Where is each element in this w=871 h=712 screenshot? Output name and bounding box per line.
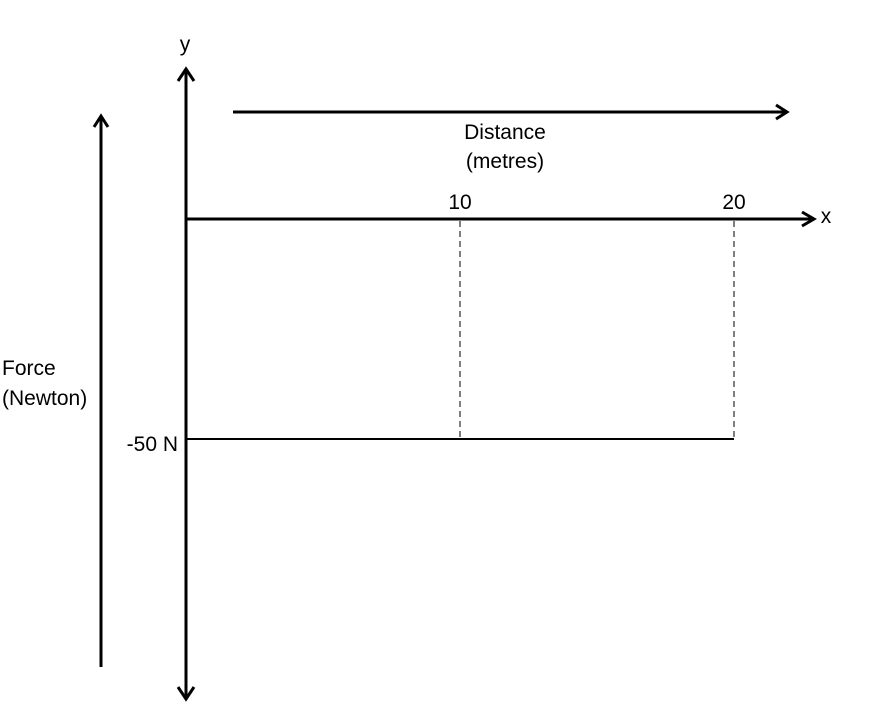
x-axis-name: x <box>821 205 832 228</box>
force-label-line-1: Force <box>2 357 56 380</box>
force-label-line-2: (Newton) <box>2 387 87 410</box>
distance-label-line-1: Distance <box>464 121 546 144</box>
x-axis-arrow <box>801 210 817 228</box>
x-tick-label-10: 10 <box>448 191 471 214</box>
y-axis-bottom-arrow <box>176 686 196 702</box>
distance-arrow-head <box>775 103 790 121</box>
distance-label-line-2: (metres) <box>466 150 544 173</box>
y-tick-label-minus-50: -50 N <box>127 433 178 456</box>
y-axis-top-arrow <box>176 66 196 82</box>
force-arrow-head <box>92 113 110 128</box>
x-tick-label-20: 20 <box>722 191 745 214</box>
y-axis-name: y <box>180 33 191 56</box>
dashed-guides <box>459 221 735 439</box>
x-tick-labels: 10 20 <box>448 191 745 214</box>
